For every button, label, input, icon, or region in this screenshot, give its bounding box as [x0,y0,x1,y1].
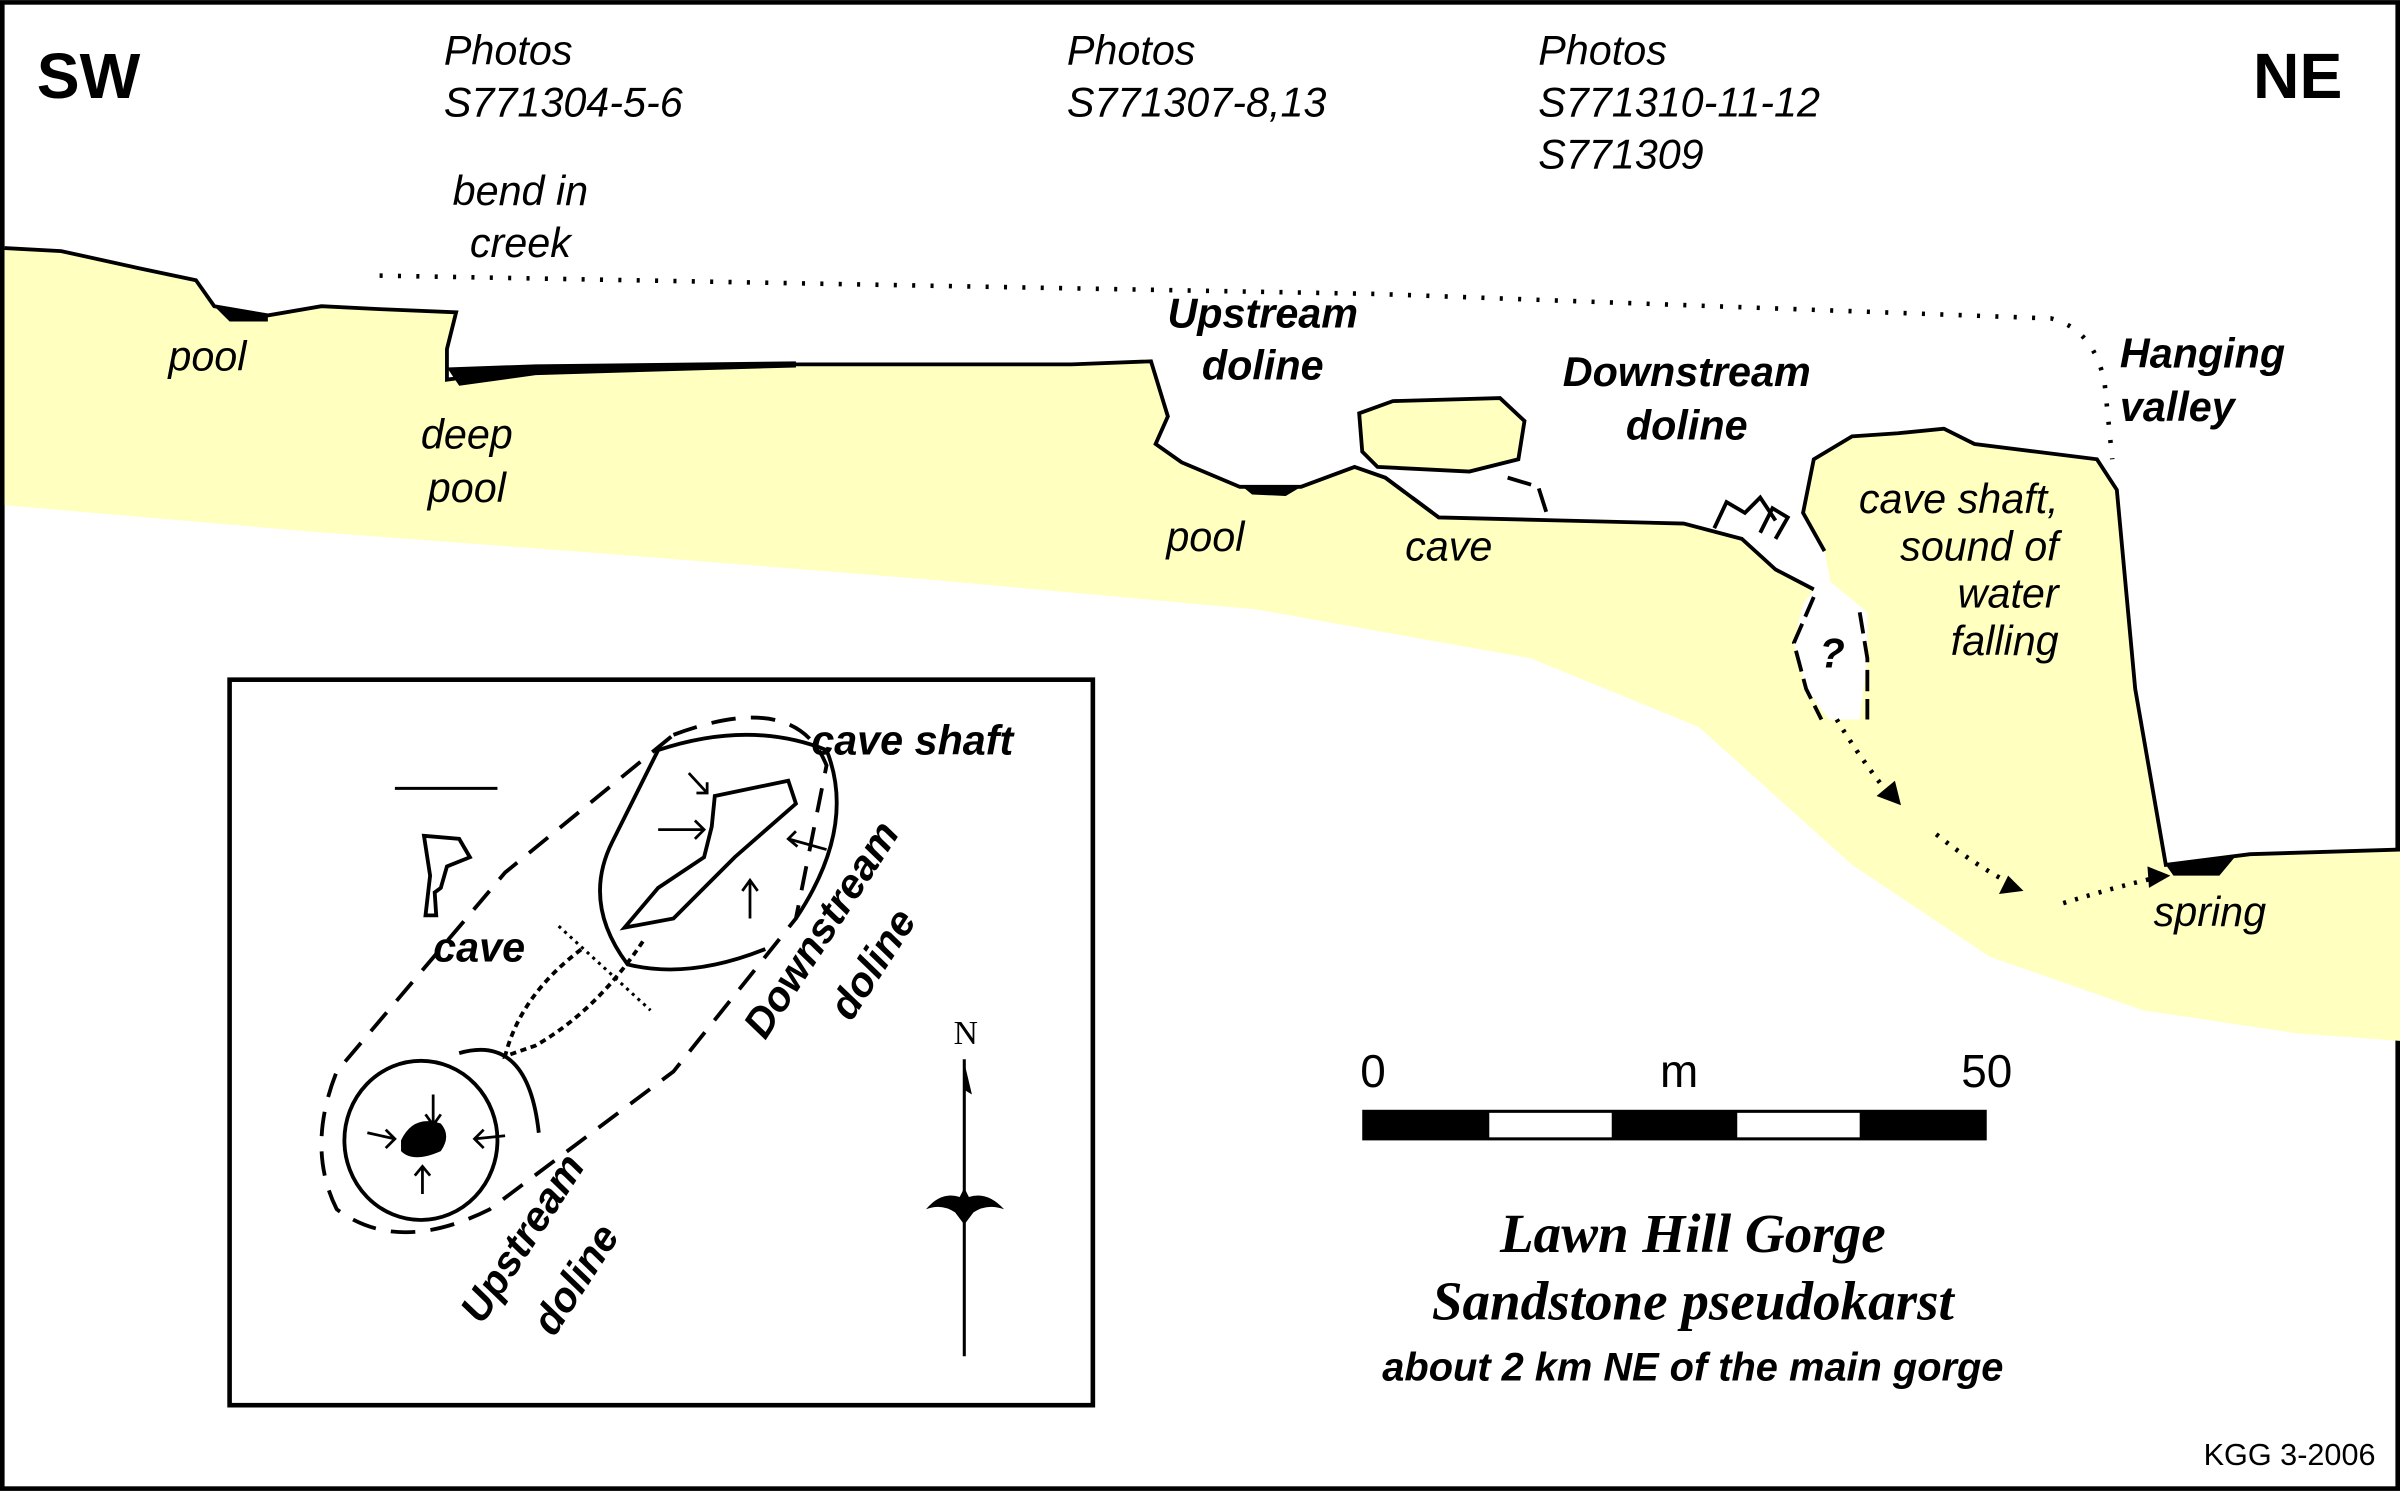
photo-refs-1: Photos S771304-5-6 [444,27,683,125]
label-bend: bend in [453,168,589,214]
label-cave: cave [1405,523,1492,569]
cave-outline [1384,475,1551,522]
credit: KGG 3-2006 [2204,1438,2376,1472]
scale-max: 50 [1961,1045,2012,1097]
title-line-2: Sandstone pseudokarst [1432,1270,1956,1331]
cave-section-line [557,924,652,1012]
inset-plan-map: cave shaft cave Downstream doline Upstre… [227,677,1096,1408]
text-line: cave shaft, [1859,476,2059,522]
text-line: water [1958,571,2061,617]
downstream-doline-rim [598,732,839,972]
photo-label: Photos [1067,27,1196,73]
label-upstream-doline: doline [1202,343,1324,389]
cave-passage [502,940,645,1060]
inflow-arrows [367,772,827,1194]
scale-segment [1611,1111,1738,1139]
deep-pool [446,361,796,386]
north-pointer-icon [964,1062,972,1095]
label-unknown: ? [1820,630,1845,676]
pool-1 [214,306,268,322]
label-downstream-doline: doline [1626,402,1748,448]
upstream-doline-rim [458,1047,541,1133]
upstream-doline-outline [342,1058,500,1222]
photo-id: S771310-11-12 [1538,79,1820,125]
direction-sw: SW [37,40,141,112]
north-arrow: N [926,1015,1005,1357]
inset-label-cave: cave [433,924,525,970]
label-hanging-valley: Hanging [2120,330,2285,376]
inset-frame [227,677,1096,1408]
label-cave-shaft: cave shaft, sound of water falling [1859,476,2063,664]
label-bend: creek [470,220,573,266]
north-label: N [954,1015,978,1052]
hanging-valley-wall [1801,426,2400,868]
label-deep-pool: pool [426,465,508,511]
text-line: falling [1951,618,2059,664]
scale-unit: m [1660,1045,1698,1097]
scale-segment [1363,1111,1490,1139]
title-line-1: Lawn Hill Gorge [1499,1203,1886,1264]
subtitle: about 2 km NE of the main gorge [1382,1346,2003,1390]
bat-icon [926,1187,1005,1225]
direction-ne: NE [2253,40,2342,112]
photo-label: Photos [1538,27,1667,73]
photo-refs-3: Photos S771310-11-12 S771309 [1538,27,1820,177]
label-deep-pool: deep [421,412,513,458]
cave-shaft-outline [619,778,799,931]
hanging-valley-dotted [379,273,2115,460]
crevice-line [1791,596,1870,721]
photo-refs-2: Photos S771307-8,13 [1067,27,1327,125]
label-pool: pool [1164,514,1246,560]
photo-id: S771304-5-6 [444,79,683,125]
inset-label-cave-shaft: cave shaft [811,718,1015,764]
label-hanging-valley: valley [2120,384,2237,430]
label-spring: spring [2154,889,2267,935]
rock-outline [421,833,473,918]
cross-section-profile [4,246,2400,1041]
doline-boulder [1357,396,1527,474]
scale-segment [1859,1111,1986,1139]
photo-id: S771309 [1538,131,1703,177]
photo-id: S771307-8,13 [1067,79,1327,125]
photo-label: Photos [444,27,573,73]
label-downstream-doline: Downstream [1563,349,1811,395]
text-line: sound of [1900,523,2063,569]
catchment-dashed-outline [319,715,829,1235]
scale-min: 0 [1360,1045,1386,1097]
label-pool: pool [166,334,248,380]
upstream-pool [401,1121,447,1158]
pool-2 [1242,486,1302,497]
spring-pool [2165,857,2235,876]
label-upstream-doline: Upstream [1167,291,1358,337]
scale-bar: 0 m 50 [1360,1045,2012,1141]
rock-body [4,248,2400,1041]
doline-blocks [1712,494,1791,540]
water-flow-arrows [1834,718,2159,906]
arrowheads [1876,780,2171,894]
